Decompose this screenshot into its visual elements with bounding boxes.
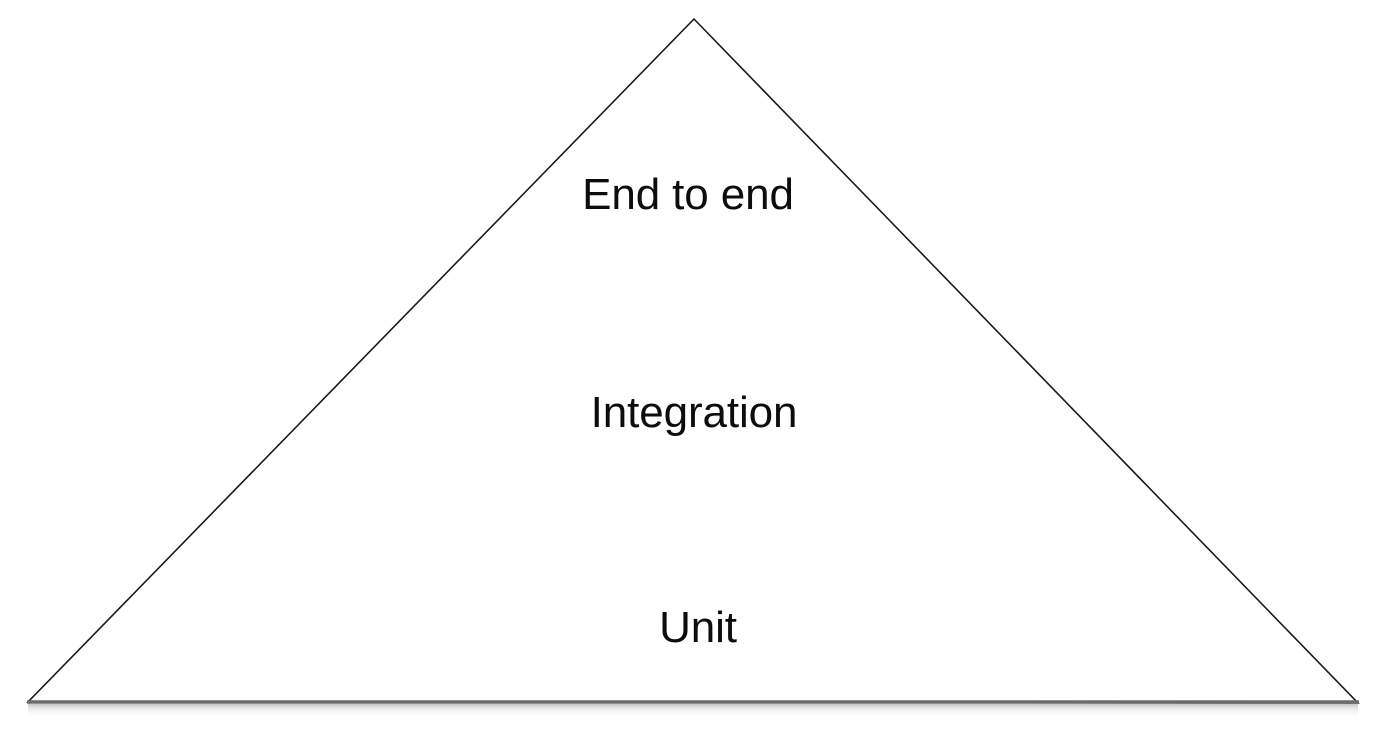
pyramid-layer-label-end-to-end: End to end [582,170,794,219]
base-drop-shadow [28,704,1358,718]
pyramid-layer-label-unit: Unit [659,603,737,652]
pyramid-layer-label-integration: Integration [590,388,798,437]
